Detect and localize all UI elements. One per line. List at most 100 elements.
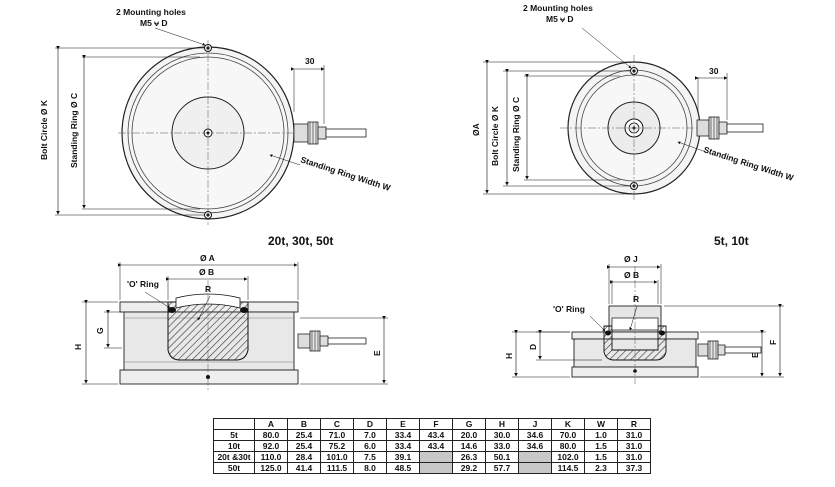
table-cell: 92.0 [254,440,288,452]
table-cell: 7.5 [353,451,387,463]
table-header-cell [213,418,255,430]
table-cell: 29.2 [452,462,486,474]
table-cell: 31.0 [617,429,651,441]
table-row: 20t &30t 110.0 28.4 101.0 7.5 39.1 26.3 … [213,451,651,463]
table-cell: 20t &30t [213,451,255,463]
large-side-e: E [372,350,382,356]
table-cell: 43.4 [419,429,453,441]
small-mounting-holes-label: 2 Mounting holes [523,3,593,13]
large-side-dia-a: Ø A [200,253,215,263]
table-cell: 28.4 [287,451,321,463]
table-header-cell: K [551,418,585,430]
table-header-cell: J [518,418,552,430]
table-cell: 8.0 [353,462,387,474]
table-cell: 43.4 [419,440,453,452]
small-side-d: D [528,344,538,350]
dimensions-table: A B C D E F G H J K W R 5t 80.0 25.4 71.… [213,418,651,474]
large-side-o-ring: 'O' Ring [127,279,159,289]
table-cell: 34.6 [518,440,552,452]
table-cell: 50t [213,462,255,474]
table-row: 10t 92.0 25.4 75.2 6.0 33.4 43.4 14.6 33… [213,440,651,452]
small-mounting-holes-spec: M5 ⩝ D [546,14,573,24]
table-cell: 1.5 [584,451,618,463]
large-side-g: G [95,327,105,334]
table-cell: 57.7 [485,462,519,474]
table-cell: 20.0 [452,429,486,441]
large-side-view [82,262,388,392]
table-cell: 33.4 [386,440,420,452]
large-bolt-circle-label: Bolt Circle Ø K [39,99,49,160]
small-side-h: H [504,353,514,359]
small-standing-ring-label: Standing Ring Ø C [511,97,521,172]
small-standing-ring-width-label: Standing Ring Width W [702,144,795,183]
table-cell: 26.3 [452,451,486,463]
small-side-o-ring: 'O' Ring [553,304,585,314]
table-cell: 5t [213,429,255,441]
table-cell: 14.6 [452,440,486,452]
small-dia-a-label: ØA [471,123,481,136]
large-side-h: H [73,344,83,350]
table-cell [419,451,453,463]
table-cell: 33.0 [485,440,519,452]
table-cell: 41.4 [287,462,321,474]
table-cell: 114.5 [551,462,585,474]
table-cell: 75.2 [320,440,354,452]
table-cell: 70.0 [551,429,585,441]
table-row: 5t 80.0 25.4 71.0 7.0 33.4 43.4 20.0 30.… [213,429,651,441]
large-dim-30-label: 30 [305,56,315,66]
table-cell: 101.0 [320,451,354,463]
small-bolt-circle-label: Bolt Circle Ø K [490,105,500,166]
large-top-view [55,27,367,225]
table-cell: 50.1 [485,451,519,463]
table-cell [419,462,453,474]
table-header-cell: G [452,418,486,430]
table-cell: 6.0 [353,440,387,452]
small-top-view [483,27,764,200]
table-cell: 33.4 [386,429,420,441]
table-cell [518,462,552,474]
table-cell: 80.0 [254,429,288,441]
large-mounting-holes-label: 2 Mounting holes [116,7,186,17]
small-side-dia-b: Ø B [624,270,639,280]
small-side-view [512,264,784,384]
table-header-cell: C [320,418,354,430]
table-header-cell: R [617,418,651,430]
large-mounting-holes-spec: M5 ⩝ D [140,18,167,28]
large-standing-ring-width-label: Standing Ring Width W [299,154,392,193]
table-cell: 111.5 [320,462,354,474]
small-side-r: R [633,294,639,304]
table-cell: 1.0 [584,429,618,441]
table-cell: 34.6 [518,429,552,441]
large-side-dia-b: Ø B [199,267,214,277]
table-header-cell: A [254,418,288,430]
small-side-e: E [750,352,760,358]
table-cell: 71.0 [320,429,354,441]
table-header-cell: H [485,418,519,430]
table-cell: 102.0 [551,451,585,463]
table-cell: 30.0 [485,429,519,441]
table-header-cell: W [584,418,618,430]
table-cell: 48.5 [386,462,420,474]
table-cell: 2.3 [584,462,618,474]
table-row: 50t 125.0 41.4 111.5 8.0 48.5 29.2 57.7 … [213,462,651,474]
table-cell: 10t [213,440,255,452]
table-cell: 125.0 [254,462,288,474]
large-side-r: R [205,284,211,294]
table-cell: 1.5 [584,440,618,452]
table-header-cell: E [386,418,420,430]
table-cell: 110.0 [254,451,288,463]
table-header-cell: F [419,418,453,430]
large-caption: 20t, 30t, 50t [268,234,333,248]
table-header-cell: B [287,418,321,430]
table-header-cell: D [353,418,387,430]
small-side-f: F [768,340,778,345]
table-cell: 80.0 [551,440,585,452]
small-caption: 5t, 10t [714,234,749,248]
table-cell: 31.0 [617,451,651,463]
small-dim-30-label: 30 [709,66,719,76]
table-cell: 31.0 [617,440,651,452]
table-cell: 25.4 [287,429,321,441]
large-standing-ring-label: Standing Ring Ø C [69,93,79,168]
table-cell: 7.0 [353,429,387,441]
